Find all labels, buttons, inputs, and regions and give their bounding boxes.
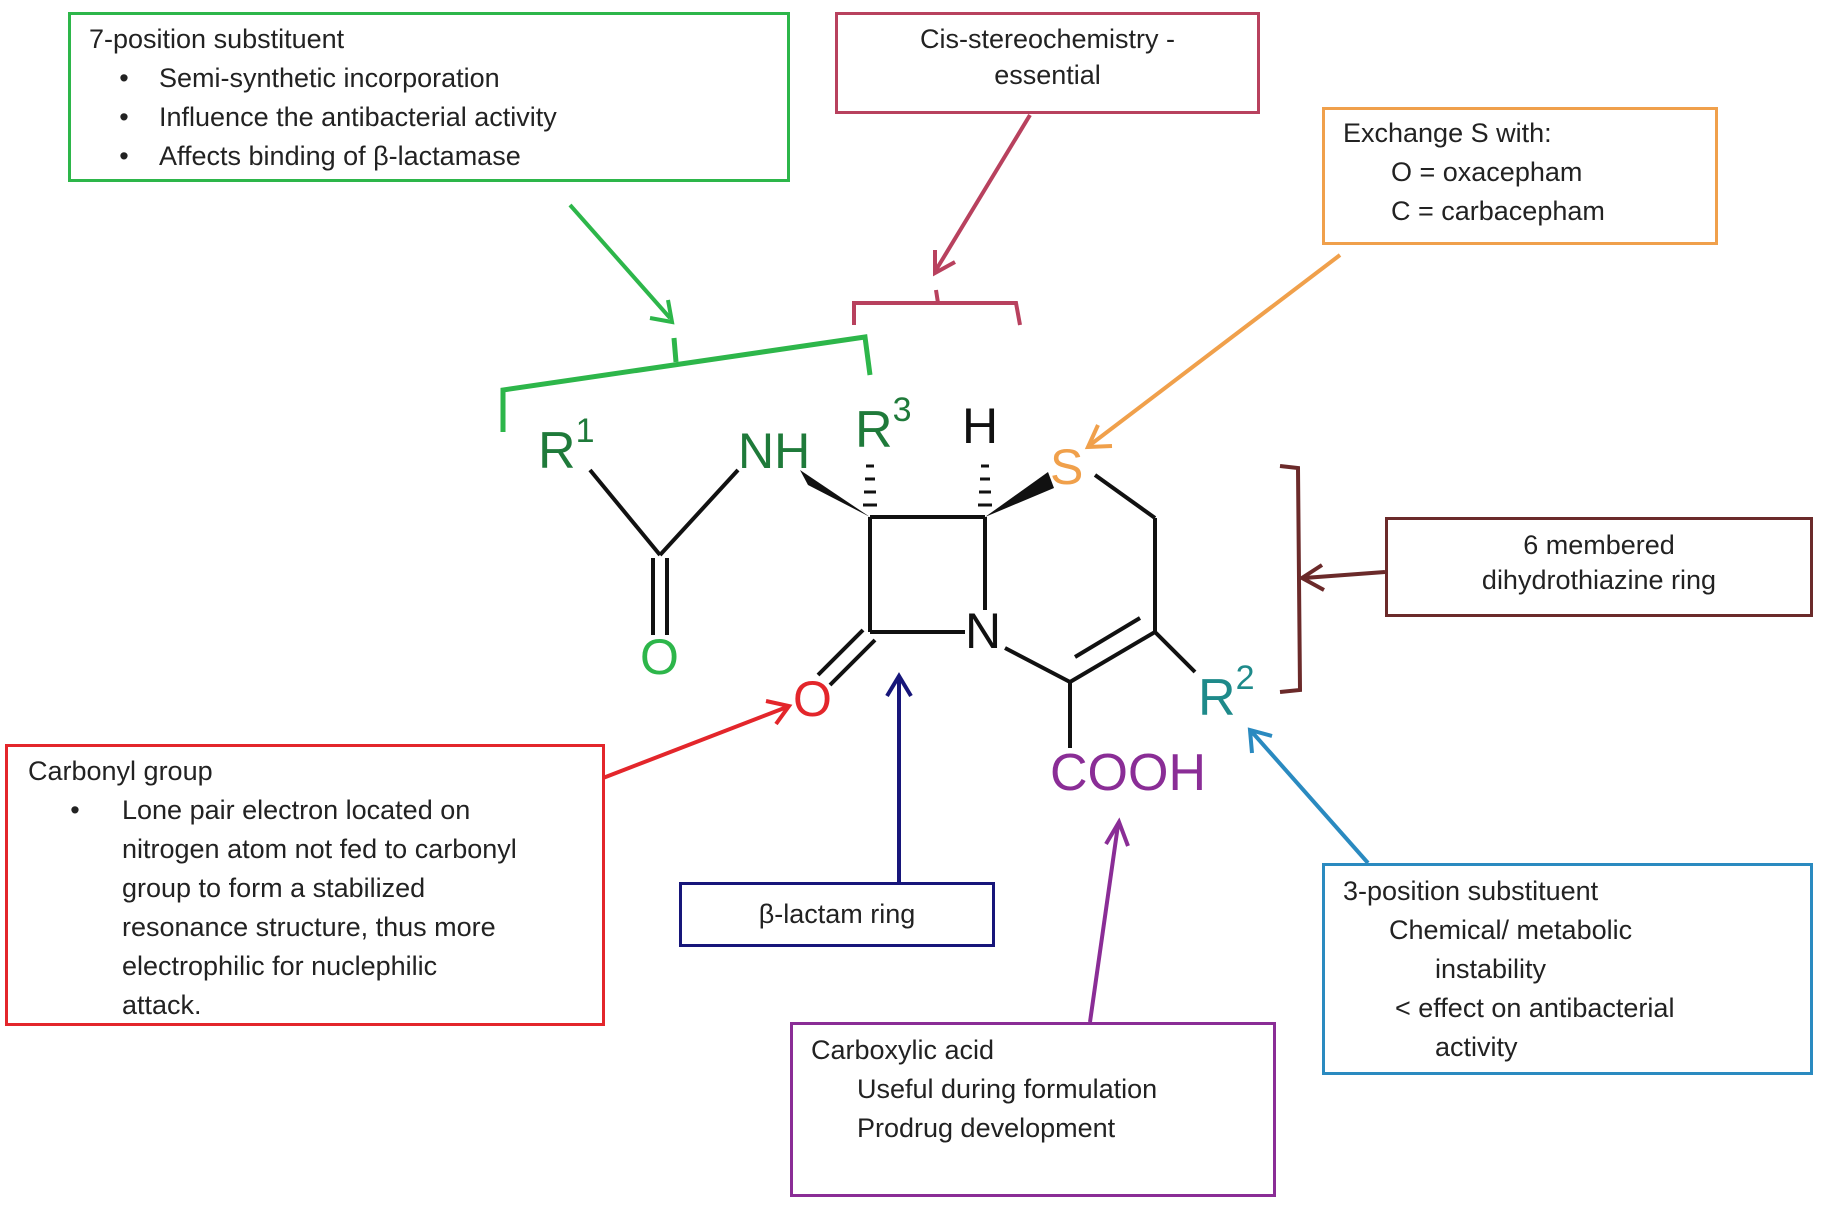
exchange-title: Exchange S with:	[1343, 118, 1552, 148]
cis-arrow	[934, 113, 1032, 272]
carbonyl-line: resonance structure, thus more	[122, 912, 496, 942]
atom-h: H	[962, 398, 998, 454]
carbonyl-line: electrophilic for nuclephilic	[122, 951, 438, 981]
carbonyl-line: •Lone pair electron located on	[70, 795, 471, 825]
beta-lactam-box: β-lactam ring	[679, 882, 995, 947]
atom-o-lactam: O	[793, 671, 832, 727]
seven-position-arrow	[568, 203, 672, 320]
bond-co-lactam-a	[816, 628, 865, 677]
bond-co-lactam-b	[828, 638, 877, 687]
six-membered-box: 6 membered dihydrothiazine ring	[1385, 517, 1813, 617]
exchange-item: O = oxacepham	[1391, 157, 1583, 187]
wedge-nh	[800, 470, 870, 517]
three-position-arrow	[1250, 730, 1370, 865]
beta-lactam-label: β-lactam ring	[758, 899, 916, 929]
atom-s: S	[1050, 439, 1083, 495]
atom-n: N	[965, 603, 1001, 659]
seven-position-item: •Influence the antibacterial activity	[119, 102, 557, 132]
atom-o-amide: O	[640, 629, 679, 685]
exchange-arrowhead	[1084, 424, 1113, 450]
three-position-line: activity	[1435, 1032, 1518, 1062]
exchange-arrow	[1088, 253, 1342, 447]
seven-position-item: •Affects binding of β-lactamase	[119, 141, 521, 171]
bond-c3-c4	[1068, 630, 1157, 684]
carbonyl-box: Carbonyl group •Lone pair electron locat…	[5, 744, 605, 1026]
seven-position-bracket	[500, 334, 873, 432]
carbonyl-arrowhead	[765, 699, 793, 726]
carbonyl-title: Carbonyl group	[28, 756, 213, 786]
seven-position-arrowhead	[649, 299, 675, 325]
bond-c3-r2	[1153, 630, 1197, 674]
cis-arrowhead	[933, 250, 956, 277]
six-membered-line-1: 6 membered	[1523, 530, 1675, 560]
carboxylic-item: Useful during formulation	[857, 1074, 1158, 1104]
three-position-arrowhead	[1247, 727, 1273, 754]
atom-cooh: COOH	[1050, 744, 1206, 802]
six-ring-arrow	[1303, 570, 1386, 580]
carboxylic-box: Carboxylic acid Useful during formulatio…	[790, 1022, 1276, 1197]
three-position-line: instability	[1435, 954, 1547, 984]
seven-position-bracket-tip	[671, 337, 679, 363]
three-position-line: Chemical/ metabolic	[1389, 915, 1633, 945]
carboxylic-item: Prodrug development	[857, 1113, 1116, 1143]
exchange-item: C = carbacepham	[1391, 196, 1605, 226]
atom-r3: R3	[855, 391, 911, 459]
bond-r1-c	[588, 468, 662, 557]
bond-c-nh	[658, 468, 740, 557]
atom-r2: R2	[1198, 659, 1254, 727]
bond-c3-c4-inner	[1073, 616, 1142, 659]
three-position-box: 3-position substituent Chemical/ metabol…	[1322, 863, 1813, 1075]
cis-bracket-tip	[934, 289, 940, 304]
carboxylic-arrow	[1088, 824, 1120, 1023]
carbonyl-arrow	[602, 705, 788, 780]
three-position-title: 3-position substituent	[1343, 876, 1599, 906]
carboxylic-title: Carboxylic acid	[811, 1035, 995, 1065]
carboxylic-arrowhead	[1104, 817, 1130, 847]
six-ring-arrowhead	[1298, 563, 1325, 592]
atom-r1: R1	[538, 412, 594, 480]
cis-bracket	[852, 301, 1022, 326]
six-membered-line-2: dihydrothiazine ring	[1481, 565, 1717, 595]
six-ring-bracket	[1279, 464, 1303, 694]
cis-line-1: Cis-stereochemistry -	[919, 24, 1176, 54]
exchange-box: Exchange S with: O = oxacepham C = carba…	[1322, 107, 1718, 245]
cis-box: Cis-stereochemistry - essential	[835, 12, 1260, 114]
bond-n-c4	[1004, 646, 1071, 684]
carbonyl-line: nitrogen atom not fed to carbonyl	[122, 834, 517, 864]
carbonyl-line: attack.	[122, 990, 202, 1020]
atom-nh: NH	[738, 423, 810, 479]
seven-position-title: 7-position substituent	[89, 24, 345, 54]
beta-lactam-arrowhead	[885, 672, 913, 698]
seven-position-item: •Semi-synthetic incorporation	[119, 63, 500, 93]
carbonyl-line: group to form a stabilized	[122, 873, 426, 903]
seven-position-box: 7-position substituent •Semi-synthetic i…	[68, 12, 790, 182]
three-position-line: < effect on antibacterial	[1395, 993, 1675, 1023]
cis-line-2: essential	[994, 60, 1101, 90]
bond-s-ch2	[1093, 473, 1157, 520]
wedge-s	[985, 472, 1054, 517]
